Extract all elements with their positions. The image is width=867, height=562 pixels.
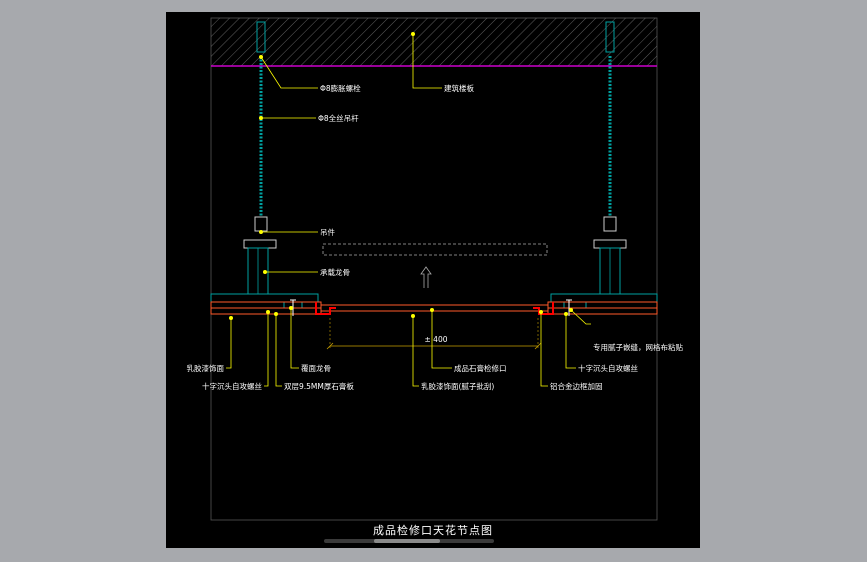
left-hanger-assembly (243, 21, 277, 295)
dimension-text: ± 400 (425, 335, 448, 344)
lift-arrow (420, 266, 432, 288)
label-latex-paint-center: 乳胶漆饰面(腻子批刮) (421, 381, 494, 391)
label-expansion-bolt: Φ8膨胀螺栓 (320, 83, 361, 93)
label-building-slab: 建筑楼板 (444, 83, 474, 93)
aluminum-frame (315, 302, 554, 315)
building-slab (211, 18, 657, 66)
label-aluminum-frame: 铝合金边框加固 (550, 381, 603, 391)
label-gypsum-board: 双层9.5MM厚石膏板 (284, 381, 354, 391)
label-latex-paint-left: 乳胶漆饰面 (187, 363, 225, 373)
label-threaded-rod: Φ8全丝吊杆 (318, 113, 359, 123)
leaders (226, 32, 591, 387)
scrollbar-thumb[interactable] (374, 539, 440, 543)
label-hanger: 吊件 (320, 227, 335, 237)
dimension-line (326, 318, 542, 350)
gypsum-board-layers (210, 301, 658, 315)
drawing-sheet: ± 400 (166, 12, 700, 548)
label-self-tap-left: 十字沉头自攻螺丝 (202, 381, 262, 391)
access-panel-raised (322, 243, 548, 256)
drawing-title: 成品检修口天花节点图 (373, 524, 493, 537)
ceiling-node-diagram: ± 400 (187, 17, 683, 521)
label-face-keel: 覆面龙骨 (301, 363, 331, 373)
horizontal-scrollbar[interactable] (324, 539, 494, 543)
label-access-board: 成品石膏检修口 (454, 363, 507, 373)
label-tape-mesh: 专用腻子嵌缝，网格布粘贴 (593, 342, 683, 352)
drawing-frame (210, 17, 658, 521)
label-self-tap-right: 十字沉头自攻螺丝 (578, 363, 638, 373)
label-main-keel: 承载龙骨 (320, 267, 350, 277)
keel-channels (210, 293, 658, 308)
